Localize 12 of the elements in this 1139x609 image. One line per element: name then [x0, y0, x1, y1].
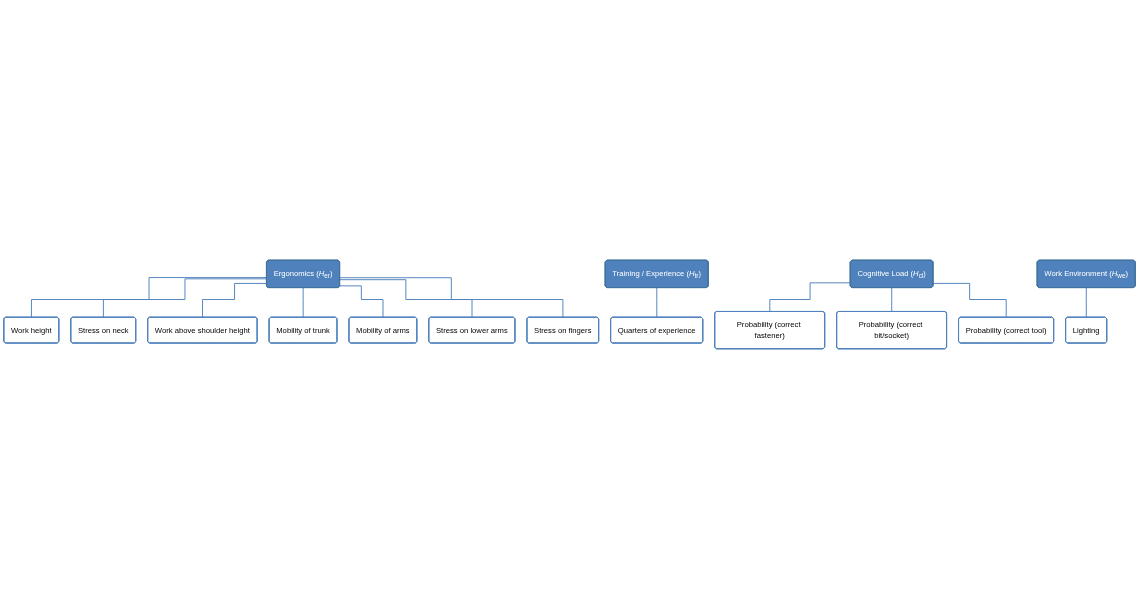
connector — [932, 282, 1007, 318]
connector — [339, 279, 473, 318]
connector — [339, 277, 564, 318]
connector — [1085, 287, 1087, 318]
connector — [891, 287, 893, 313]
connector — [102, 278, 268, 318]
connector — [30, 277, 268, 318]
connector — [202, 282, 268, 318]
connector — [656, 287, 658, 318]
connector — [339, 285, 384, 318]
connector — [302, 287, 304, 318]
connector — [769, 282, 851, 313]
